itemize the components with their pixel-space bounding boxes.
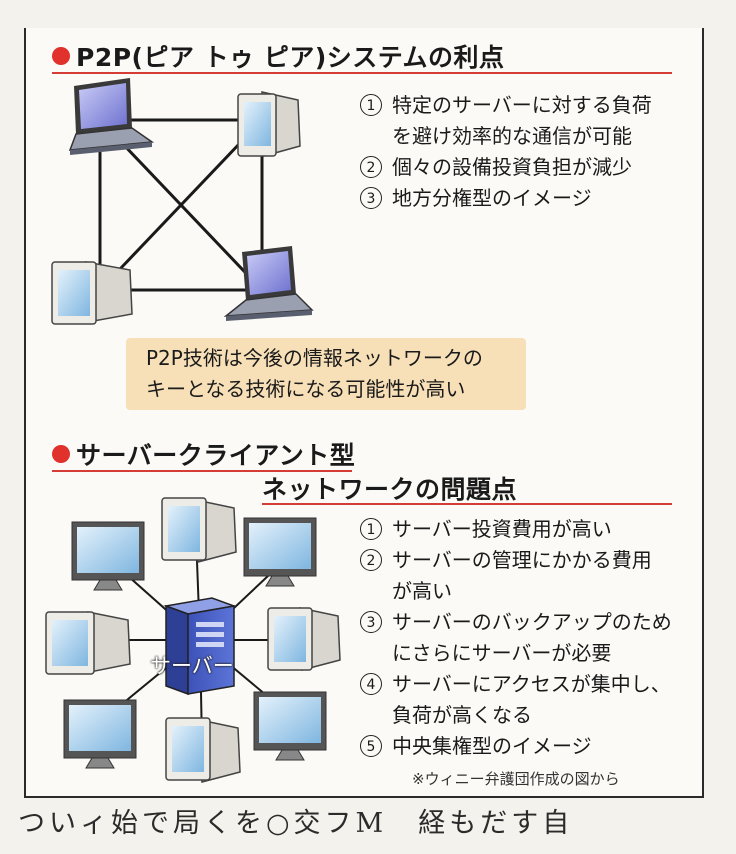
section1-rule [52, 72, 672, 74]
crt-monitor-icon [267, 607, 341, 671]
section2-rule [262, 503, 672, 505]
laptop-icon [223, 246, 314, 321]
p2p-note-box: P2P技術は今後の情報ネットワークの キーとなる技術になる可能性が高い [126, 338, 526, 410]
list-item: を避け効率的な通信が可能 [392, 124, 632, 148]
circled-number: 5 [360, 735, 382, 757]
section2-title-line2: ネットワークの問題点 [262, 475, 518, 504]
list-item: にさらにサーバーが必要 [392, 641, 612, 665]
section2-rule-short [52, 470, 352, 472]
flat-monitor-icon [253, 691, 327, 761]
section2-title-line1: サーバークライアント型 [76, 441, 356, 470]
list-item: が高い [392, 579, 452, 603]
circled-number: 2 [360, 549, 382, 571]
circled-number: 3 [360, 187, 382, 209]
diagram-panel [24, 28, 704, 798]
circled-number: 4 [360, 673, 382, 695]
red-bullet-icon [52, 47, 70, 65]
flat-monitor-icon [63, 699, 137, 769]
server-tower-icon [163, 597, 237, 696]
crt-monitor-icon [45, 611, 131, 675]
section1-title: P2P(ピア トゥ ピア)システムの利点 [76, 43, 505, 72]
circled-number: 3 [360, 611, 382, 633]
flat-monitor-icon [71, 521, 145, 591]
circled-number: 2 [360, 156, 382, 178]
source-credit: ※ウィニー弁護団作成の図から [412, 770, 620, 788]
flat-monitor-icon [243, 517, 317, 587]
red-bullet-icon [52, 445, 70, 463]
crt-monitor-icon [51, 261, 133, 325]
circled-number: 1 [360, 94, 382, 116]
laptop-icon [68, 78, 155, 155]
crt-monitor-icon [161, 497, 237, 563]
crt-monitor-icon [165, 717, 241, 783]
crt-monitor-icon [237, 91, 301, 157]
server-label: サーバー [150, 654, 234, 678]
circled-number: 1 [360, 518, 382, 540]
list-item: 負荷が高くなる [392, 703, 532, 727]
article-text-fragment: ついィ始で局くを○交フM 経もだす自 [18, 808, 574, 839]
